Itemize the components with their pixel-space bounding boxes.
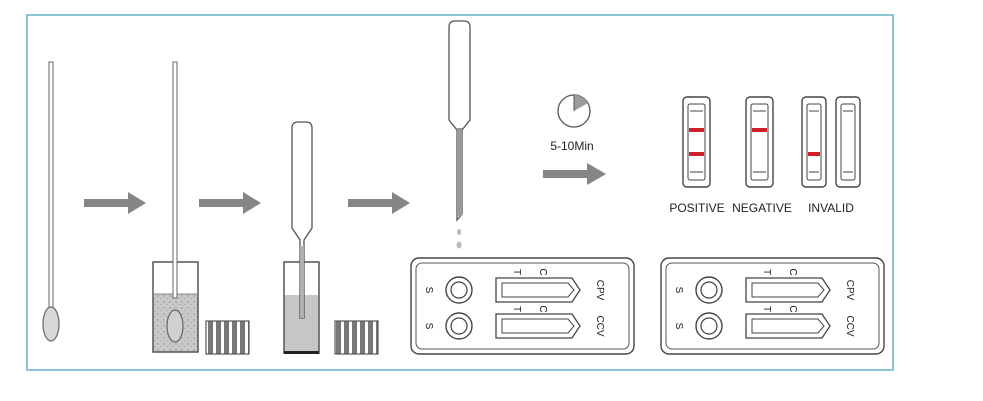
result-strip-negative xyxy=(745,96,774,188)
control-line-label: C xyxy=(537,305,548,312)
positive-label: POSITIVE xyxy=(669,201,724,215)
invalid-label: INVALID xyxy=(808,201,854,215)
result-strip-invalid-1 xyxy=(801,96,827,188)
buffer-strip xyxy=(205,320,250,355)
arrow-right-icon xyxy=(199,192,261,214)
result-strip-positive xyxy=(682,96,711,188)
negative-label: NEGATIVE xyxy=(732,201,792,215)
test-line-label: T xyxy=(511,306,522,312)
cpv-label: CPV xyxy=(594,280,605,301)
control-line-label: C xyxy=(787,305,798,312)
result-strip-invalid-2 xyxy=(835,96,861,188)
sample-well-label: S xyxy=(673,287,684,294)
test-cassette-left xyxy=(410,257,635,355)
arrow-right-icon xyxy=(348,192,410,214)
control-line-label: C xyxy=(787,268,798,275)
timer-label: 5-10Min xyxy=(550,139,593,153)
sample-tube-with-swab xyxy=(152,61,199,353)
ccv-label: CCV xyxy=(594,315,605,336)
dropper-in-tube xyxy=(283,121,320,354)
swab xyxy=(42,61,60,342)
arrow-right-icon xyxy=(84,192,146,214)
cpv-label: CPV xyxy=(844,280,855,301)
dropper-dispensing xyxy=(448,20,471,249)
buffer-strip xyxy=(334,320,379,355)
sample-well-label: S xyxy=(673,323,684,330)
test-cassette-right xyxy=(660,257,885,355)
sample-well-label: S xyxy=(423,323,434,330)
test-line-label: T xyxy=(761,269,772,275)
test-line-label: T xyxy=(761,306,772,312)
ccv-label: CCV xyxy=(844,315,855,336)
arrow-right-icon xyxy=(543,163,606,185)
test-line-label: T xyxy=(511,269,522,275)
control-line-label: C xyxy=(537,268,548,275)
timer-clock-icon xyxy=(557,94,591,128)
sample-well-label: S xyxy=(423,287,434,294)
